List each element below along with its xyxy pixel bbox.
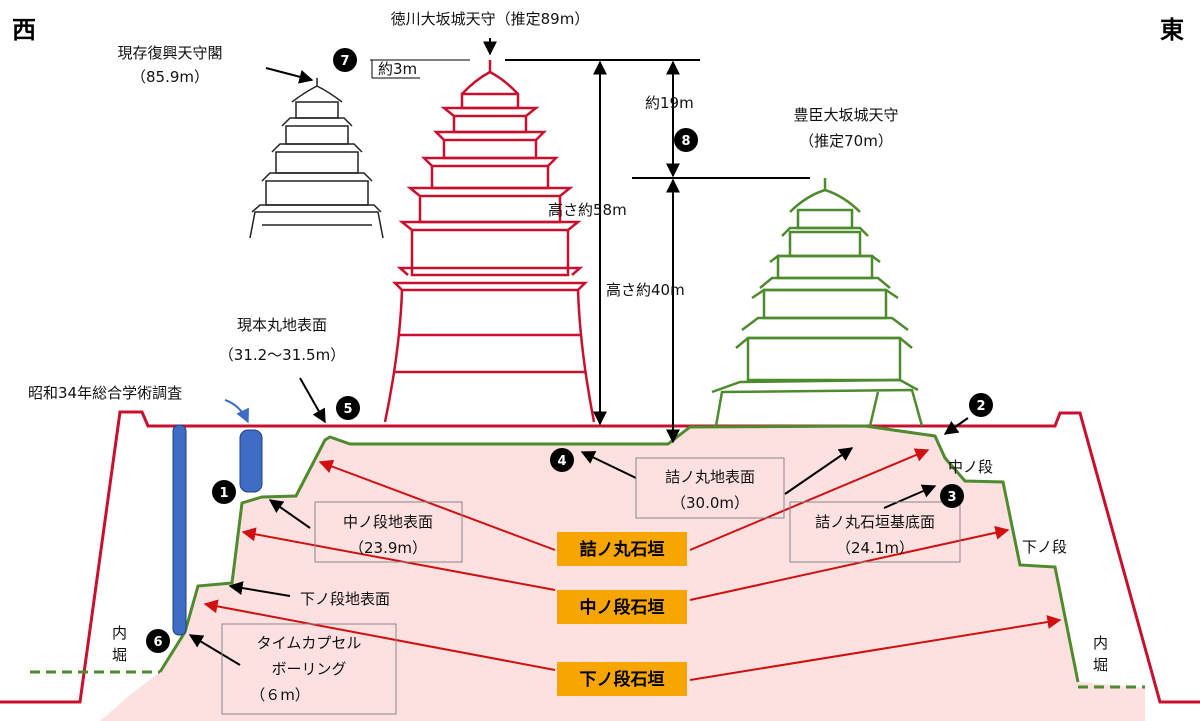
toyotomi-tower [711, 178, 924, 427]
shimo-surface-label: 下ノ段地表面 [300, 590, 390, 608]
west-label: 西 [12, 16, 36, 44]
svg-text:中ノ段石垣: 中ノ段石垣 [580, 597, 665, 618]
marker-4: 4 [550, 448, 574, 472]
current-restored-tower [249, 78, 384, 239]
wall-pointer-arrows [203, 448, 1062, 681]
svg-text:詰ノ丸石垣: 詰ノ丸石垣 [580, 539, 665, 560]
tsume-surface-box [635, 457, 785, 519]
naka-surface-label-2: （23.9m） [349, 539, 427, 557]
dimension-lines [370, 59, 810, 444]
height-40-label: 高さ約40m [606, 281, 685, 299]
tag-shimo-wall: 下ノ段石垣 [557, 662, 687, 696]
hommaru-label-2: （31.2～31.5m） [219, 346, 345, 364]
shimo-dan-label: 下ノ段 [1022, 538, 1067, 556]
toyotomi-label-2: （推定70m） [799, 132, 893, 150]
moat-left-label-1: 内 [112, 624, 127, 642]
capsule-label-2: ボーリング [271, 660, 346, 678]
approx-3m-label: 約3m [378, 60, 417, 78]
tokugawa-label: 徳川大坂城天守（推定89m） [391, 10, 590, 28]
tokugawa-tower [383, 60, 596, 423]
marker-6: 6 [146, 629, 170, 653]
moat-right-label-2: 堀 [1093, 656, 1108, 674]
moat-right-label-1: 内 [1093, 634, 1108, 652]
marker-7: 7 [333, 48, 357, 72]
marker-5: 5 [336, 396, 360, 420]
leader-arrows [188, 38, 969, 666]
marker-2: 2 [969, 393, 993, 417]
present-ground-line [0, 410, 1200, 704]
current-tower-label-1: 現存復興天守閣 [117, 44, 222, 62]
svg-text:7: 7 [340, 54, 349, 69]
capsule-label-1: タイムカプセル [257, 634, 362, 652]
moat-left-label-2: 堀 [112, 646, 127, 664]
boring-pipe-short [239, 429, 263, 493]
buried-castle-fill [100, 426, 1145, 721]
tag-naka-wall: 中ノ段石垣 [557, 590, 687, 624]
svg-text:5: 5 [343, 402, 352, 417]
toyotomi-label-1: 豊臣大坂城天守 [793, 106, 898, 124]
naka-surface-label-1: 中ノ段地表面 [343, 513, 433, 531]
capsule-box [221, 623, 397, 715]
approx-19m-label: 約19m [645, 94, 694, 112]
marker-3: 3 [940, 484, 964, 508]
tsume-surface-label-2: （30.0m） [671, 494, 749, 512]
tsume-surface-label-1: 詰ノ丸地表面 [665, 468, 755, 486]
tag-tsume-wall: 詰ノ丸石垣 [557, 532, 687, 566]
showa-label: 昭和34年総合学術調査 [28, 384, 182, 402]
capsule-label-3: （６m） [250, 686, 310, 704]
naka-surface-box [314, 501, 463, 563]
svg-text:下ノ段石垣: 下ノ段石垣 [580, 669, 665, 690]
showa-arrow [224, 399, 249, 424]
svg-text:8: 8 [681, 134, 690, 149]
current-tower-label-2: （85.9m） [131, 68, 209, 86]
marker-8: 8 [674, 128, 698, 152]
svg-text:6: 6 [153, 635, 162, 650]
tsume-base-label-1: 詰ノ丸石垣基底面 [815, 513, 935, 531]
east-label: 東 [1160, 16, 1184, 44]
svg-text:4: 4 [557, 454, 566, 469]
svg-text:1: 1 [219, 486, 228, 501]
tsume-base-label-2: （24.1m） [836, 539, 914, 557]
svg-text:3: 3 [947, 490, 956, 505]
marker-1: 1 [212, 480, 236, 504]
naka-dan-label: 中ノ段 [948, 458, 993, 476]
boring-pipe-long [172, 424, 187, 636]
height-58-label: 高さ約58m [548, 201, 627, 219]
buried-castle-outline [158, 424, 1080, 683]
svg-text:2: 2 [976, 399, 985, 414]
tsume-base-box [789, 501, 961, 563]
hommaru-label-1: 現本丸地表面 [237, 316, 327, 334]
